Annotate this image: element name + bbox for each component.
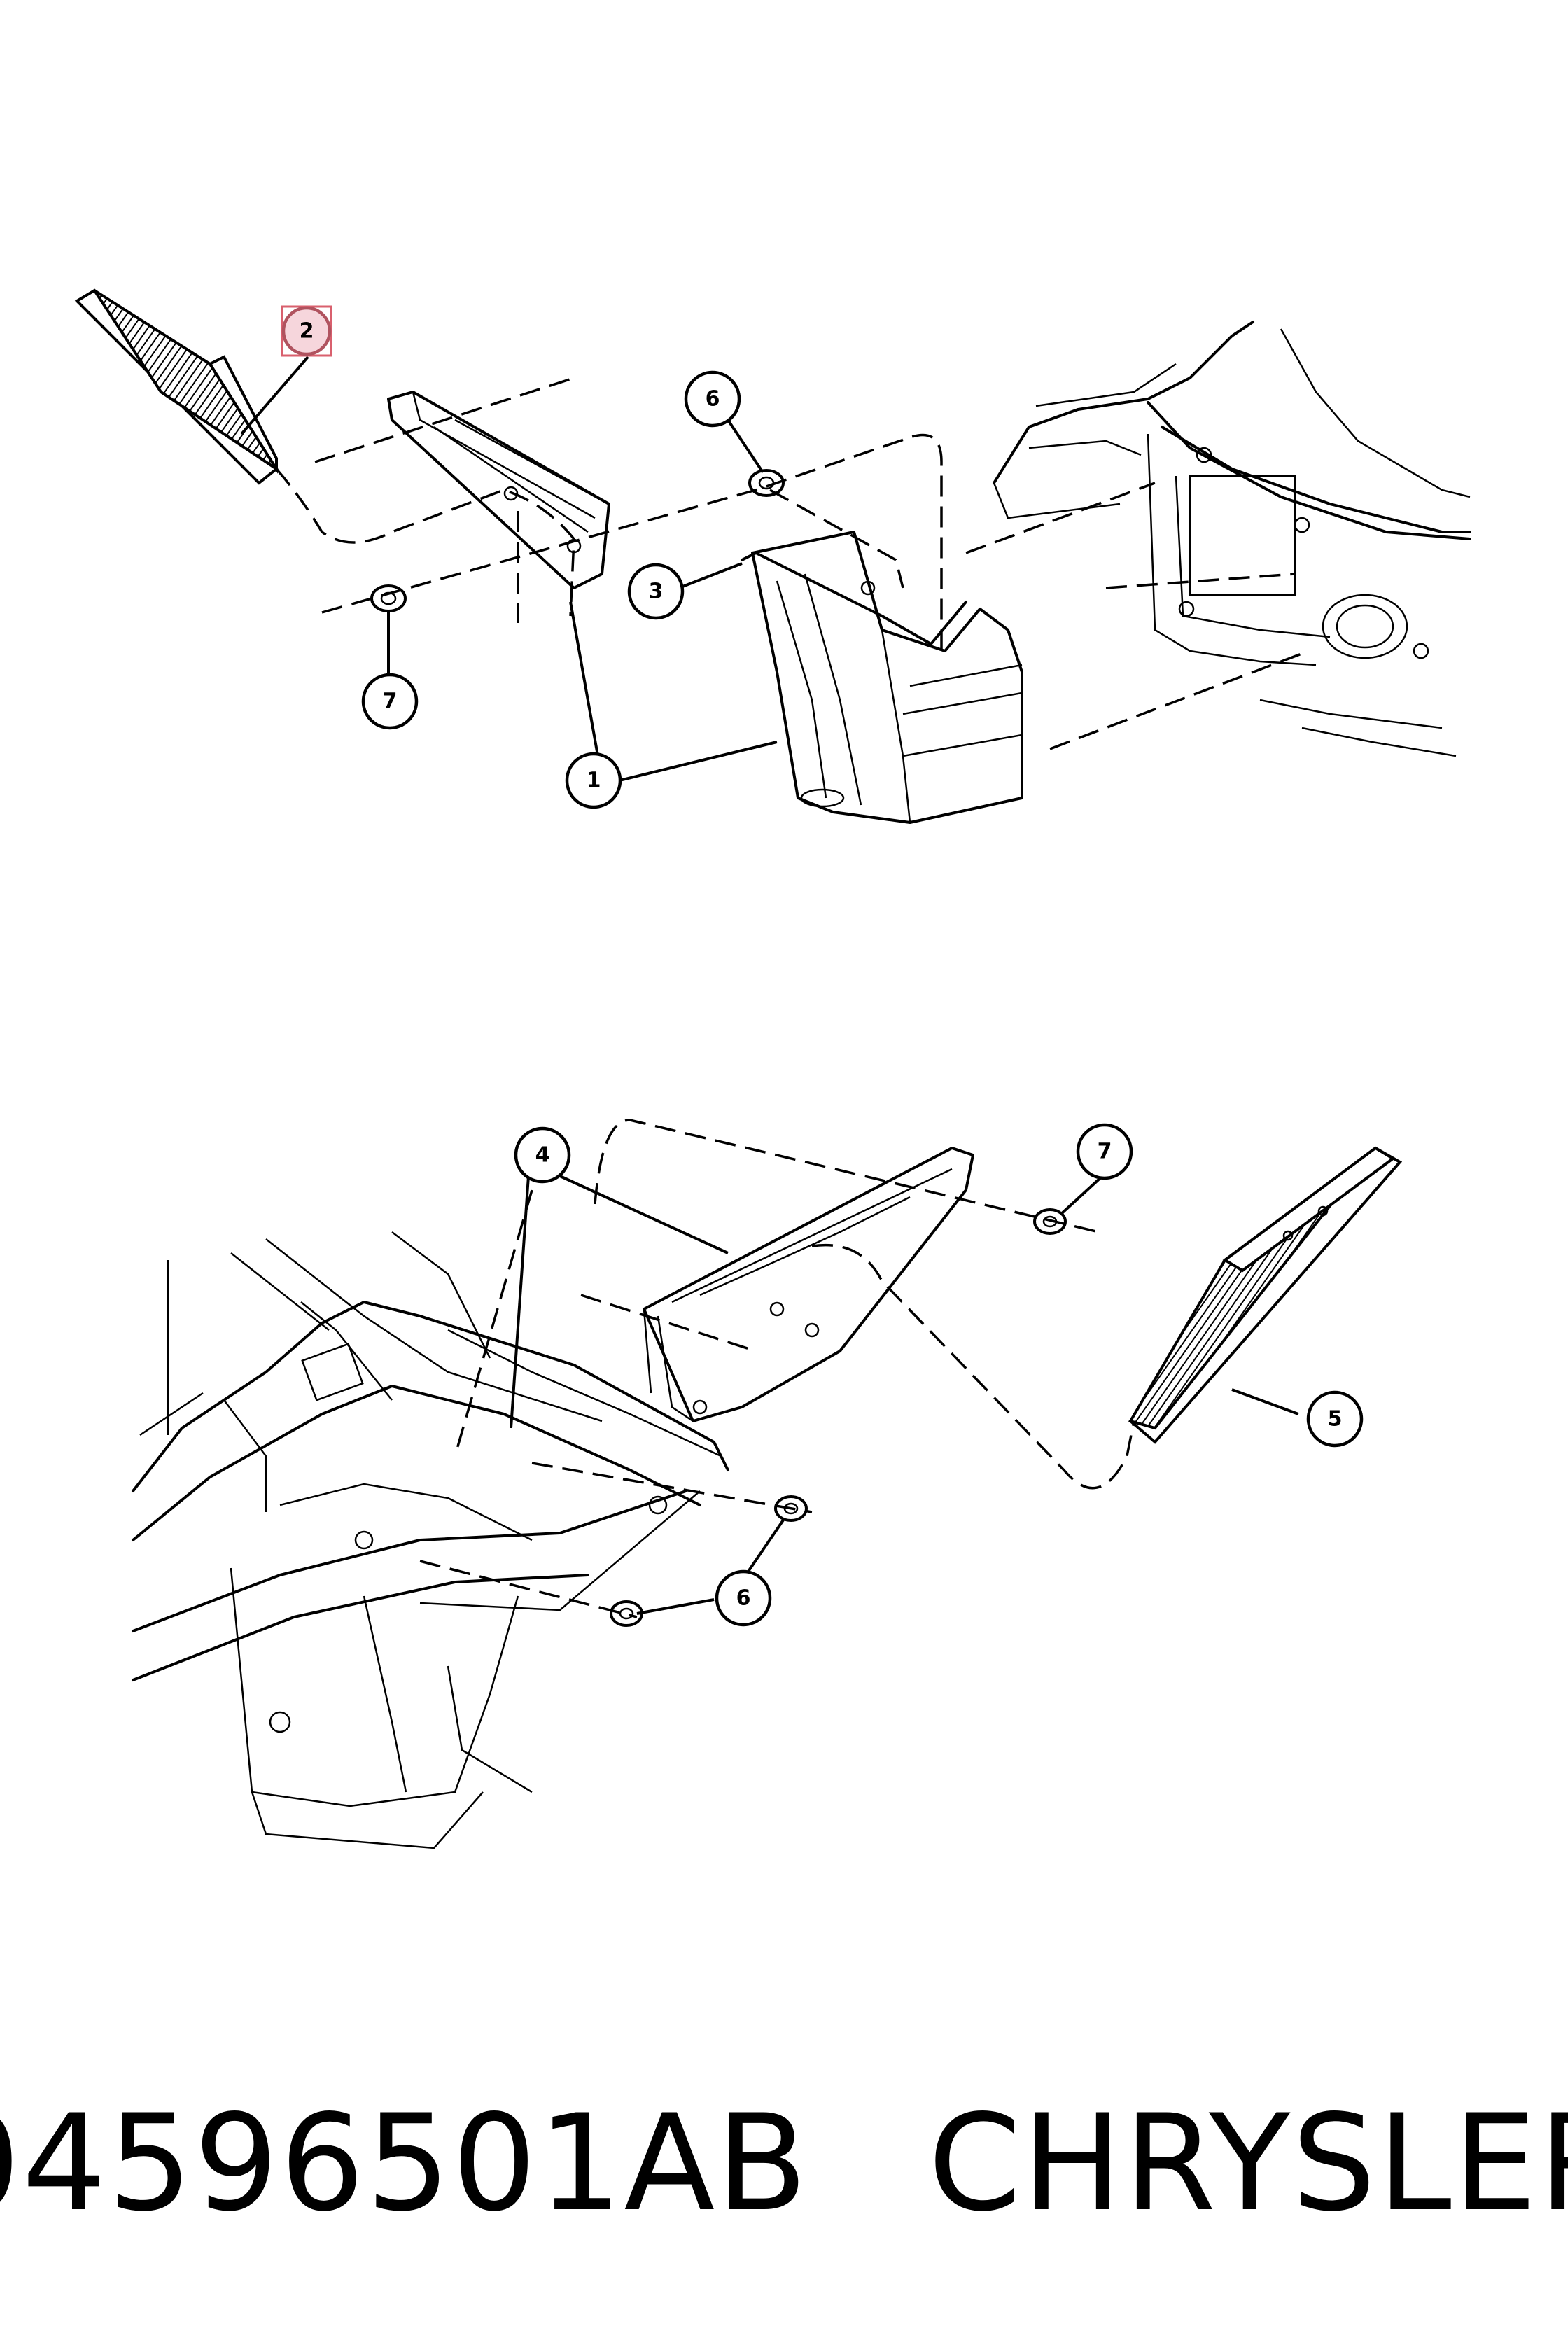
assembly-line-top-4 (769, 489, 904, 589)
cowl-plenum-bottom (132, 1231, 729, 1849)
callout-5-label: 5 (1328, 1407, 1343, 1432)
assembly-line-bottom-6 (454, 1189, 533, 1457)
assembly-line-bottom-2 (811, 1243, 1135, 1490)
footer-caption: 04596501AB CHRYSLER (0, 2079, 1568, 2247)
callout-2-label: 2 (300, 319, 314, 344)
callout-6-top[interactable]: 6 (684, 370, 741, 428)
assembly-line-bottom-3 (531, 1462, 813, 1513)
callout-7-top-label: 7 (383, 690, 398, 714)
callout-7-bottom[interactable]: 7 (1076, 1123, 1133, 1180)
assembly-line-top-3 (321, 433, 943, 658)
part-number: 04596501AB (0, 2085, 809, 2241)
callout-6-bottom[interactable]: 6 (715, 1569, 772, 1627)
callout-7-bottom-label: 7 (1098, 1140, 1112, 1164)
assembly-line-top-2 (314, 377, 575, 463)
callout-4[interactable]: 4 (514, 1126, 571, 1184)
assembly-line-bottom-5 (580, 1294, 757, 1352)
cowl-bracket-bottom (643, 1147, 974, 1422)
firewall-structure-top (993, 321, 1471, 757)
assembly-line-bottom-4 (419, 1560, 638, 1618)
callout-5[interactable]: 5 (1306, 1390, 1364, 1448)
top-assembly (74, 288, 1471, 824)
brand-name: CHRYSLER (927, 2085, 1568, 2241)
callout-7-top[interactable]: 7 (361, 673, 419, 730)
assembly-line-top-7 (1105, 573, 1296, 589)
assembly-line-bottom-1 (594, 1119, 1100, 1233)
callout-4-label: 4 (536, 1143, 550, 1168)
callout-6-bottom-label: 6 (736, 1586, 751, 1611)
nut-item-6-bottom-a (774, 1495, 808, 1522)
cabin-air-filter-bottom (1128, 1146, 1403, 1444)
cabin-air-filter-top (74, 288, 279, 485)
callout-6-top-label: 6 (706, 387, 720, 412)
assembly-line-top-5 (1049, 650, 1310, 750)
callout-1[interactable]: 1 (565, 752, 622, 809)
bottom-assembly (132, 1119, 1403, 1849)
callout-3-label: 3 (649, 580, 664, 604)
assembly-line-top-6 (965, 482, 1156, 554)
callout-2[interactable]: 2 (281, 305, 332, 357)
callout-3[interactable]: 3 (627, 563, 685, 620)
callout-1-label: 1 (587, 769, 601, 793)
duct-housing-top (741, 531, 1023, 824)
cowl-bracket-top (387, 391, 610, 589)
assembly-line-top-1 (275, 468, 575, 617)
